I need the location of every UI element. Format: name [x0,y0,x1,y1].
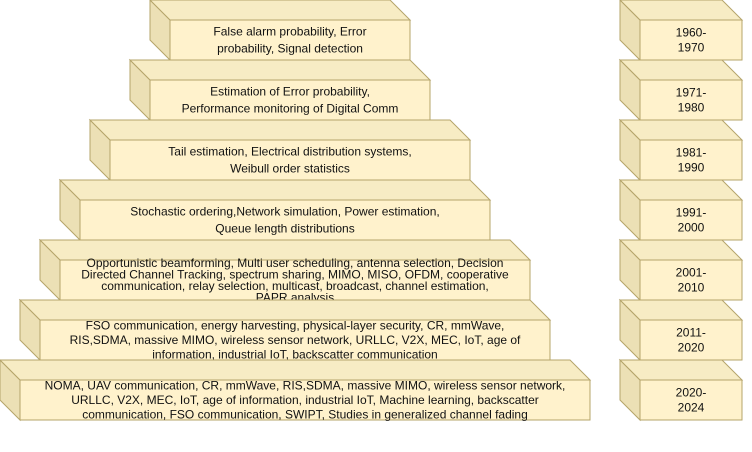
timeline-period-5: 2001-2010 [618,238,744,302]
timeline-period-6-top [618,299,744,321]
timeline-period-4-top [618,179,744,201]
pyramid-level-7-text: NOMA, UAV communication, CR, mmWave, RIS… [45,379,566,422]
pyramid-level-7-face [19,379,591,421]
pyramid-level-1-face [169,19,411,61]
timeline-period-4-text-line: 1991- [676,206,707,220]
pyramid-level-4: Stochastic ordering,Network simulation, … [58,178,492,242]
timeline-period-6-text-line: 2011- [676,326,706,340]
pyramid-level-1-text-line: probability, Signal detection [217,42,363,56]
timeline-period-1-text-line: 1960- [676,26,707,40]
timeline-period-5-text: 2001-2010 [676,266,707,295]
timeline-period-2-text-line: 1980 [678,101,705,115]
pyramid-level-4-top [58,179,492,201]
pyramid-level-6-text-line: RIS,SDMA, massive MIMO, wireless sensor … [70,333,521,347]
pyramid-level-5-text-line: Directed Channel Tracking, spectrum shar… [81,267,509,281]
pyramid-level-6-top [18,299,552,321]
pyramid-level-3-text-line: Tail estimation, Electrical distribution… [168,145,411,159]
pyramid-level-6-face [39,319,551,361]
pyramid-level-1-top [149,0,412,21]
pyramid-level-3-text: Tail estimation, Electrical distribution… [168,145,411,176]
pyramid-level-7: NOMA, UAV communication, CR, mmWave, RIS… [0,359,592,422]
timeline-period-6: 2011-2020 [618,298,744,362]
pyramid-level-2-face [149,79,431,121]
pyramid-level-5-text-line: Opportunistic beamforming, Multi user sc… [87,256,504,270]
pyramid-level-5: Opportunistic beamforming, Multi user sc… [38,238,532,305]
pyramid-level-7-text-line: communication, FSO communication, SWIPT,… [82,408,528,422]
timeline-period-5-top [618,239,744,261]
timeline-period-4-face [639,199,743,241]
pyramid-level-4-text-line: Stochastic ordering,Network simulation, … [130,205,439,219]
pyramid-level-7-text-line: NOMA, UAV communication, CR, mmWave, RIS… [45,379,566,393]
timeline-period-4: 1991-2000 [618,178,744,242]
pyramid-level-2: Estimation of Error probability, Performa… [128,58,432,122]
timeline-period-1-text: 1960-1970 [676,26,707,55]
timeline-period-1-text-line: 1970 [678,41,705,55]
timeline-period-3: 1981-1990 [618,118,744,182]
timeline-period-7: 2020-2024 [618,358,744,422]
pyramid-level-7-text-line: URLLC, V2X, MEC, IoT, age of information… [71,393,539,407]
pyramid-level-1-text-line: False alarm probability, Error [213,25,366,39]
pyramid-level-3-face [109,139,471,181]
timeline-period-3-top [618,119,744,141]
timeline-period-5-face [639,259,743,301]
timeline-period-1-face [639,19,743,61]
timeline-period-2-text: 1971-1980 [676,86,707,115]
timeline-period-7-face [639,379,743,421]
pyramid-level-1-text: False alarm probability, Error probabilit… [213,25,366,56]
timeline-period-2-text-line: 1971- [676,86,707,100]
timeline-period-7-text: 2020-2024 [676,386,707,415]
pyramid-level-1: False alarm probability, Error probabilit… [149,0,412,62]
timeline-period-6-text-line: 2020 [678,341,705,355]
pyramid-level-5-text-line: communication, relay selection, multicas… [101,279,489,293]
timeline-period-1-top [619,0,744,21]
timeline-period-3-text-line: 1981- [676,146,707,160]
pyramid-level-6-text: FSO communication, energy harvesting, ph… [70,319,521,362]
pyramid-level-3-text-line: Weibull order statistics [230,162,350,176]
pyramid-level-2-text-line: Estimation of Error probability, [210,85,370,99]
timeline-period-2: 1971-1980 [618,58,744,122]
timeline-period-5-text-line: 2010 [678,281,705,295]
pyramid-level-2-text-line: Performance monitoring of Digital Comm [182,102,399,116]
pyramid-level-5-face [59,259,531,301]
timeline-period-1: 1960-1970 [619,0,744,62]
timeline-period-5-text-line: 2001- [676,266,707,280]
pyramid-level-5-text: Opportunistic beamforming, Multi user sc… [81,256,509,305]
timeline-period-7-top [618,359,744,381]
timeline-period-3-face [639,139,743,181]
pyramid-level-6-text-line: FSO communication, energy harvesting, ph… [86,319,505,333]
timeline-period-3-text: 1981-1990 [676,146,707,175]
timeline-period-6-face [639,319,743,361]
pyramid-level-6-text-line: information, industrial IoT, backscatter… [152,348,437,362]
timeline-period-2-face [639,79,743,121]
pyramid-level-2-text: Estimation of Error probability, Performa… [182,85,399,116]
pyramid-level-3: Tail estimation, Electrical distribution… [88,118,472,182]
timeline-period-3-text-line: 1990 [678,161,705,175]
timeline-period-4-text-line: 2000 [678,221,705,235]
timeline-period-7-text-line: 2024 [678,401,705,415]
timeline-period-7-text-line: 2020- [676,386,707,400]
timeline-period-4-text: 1991-2000 [676,206,707,235]
timeline-period-2-top [618,59,744,81]
pyramid-level-3-top [88,119,472,141]
pyramid-level-4-text: Stochastic ordering,Network simulation, … [130,205,439,236]
timeline-period-6-text: 2011-2020 [676,326,706,355]
pyramid-level-2-top [128,59,432,81]
pyramid-level-7-top [0,359,592,381]
pyramid-level-6: FSO communication, energy harvesting, ph… [18,298,552,362]
pyramid-level-4-text-line: Queue length distributions [215,222,354,236]
